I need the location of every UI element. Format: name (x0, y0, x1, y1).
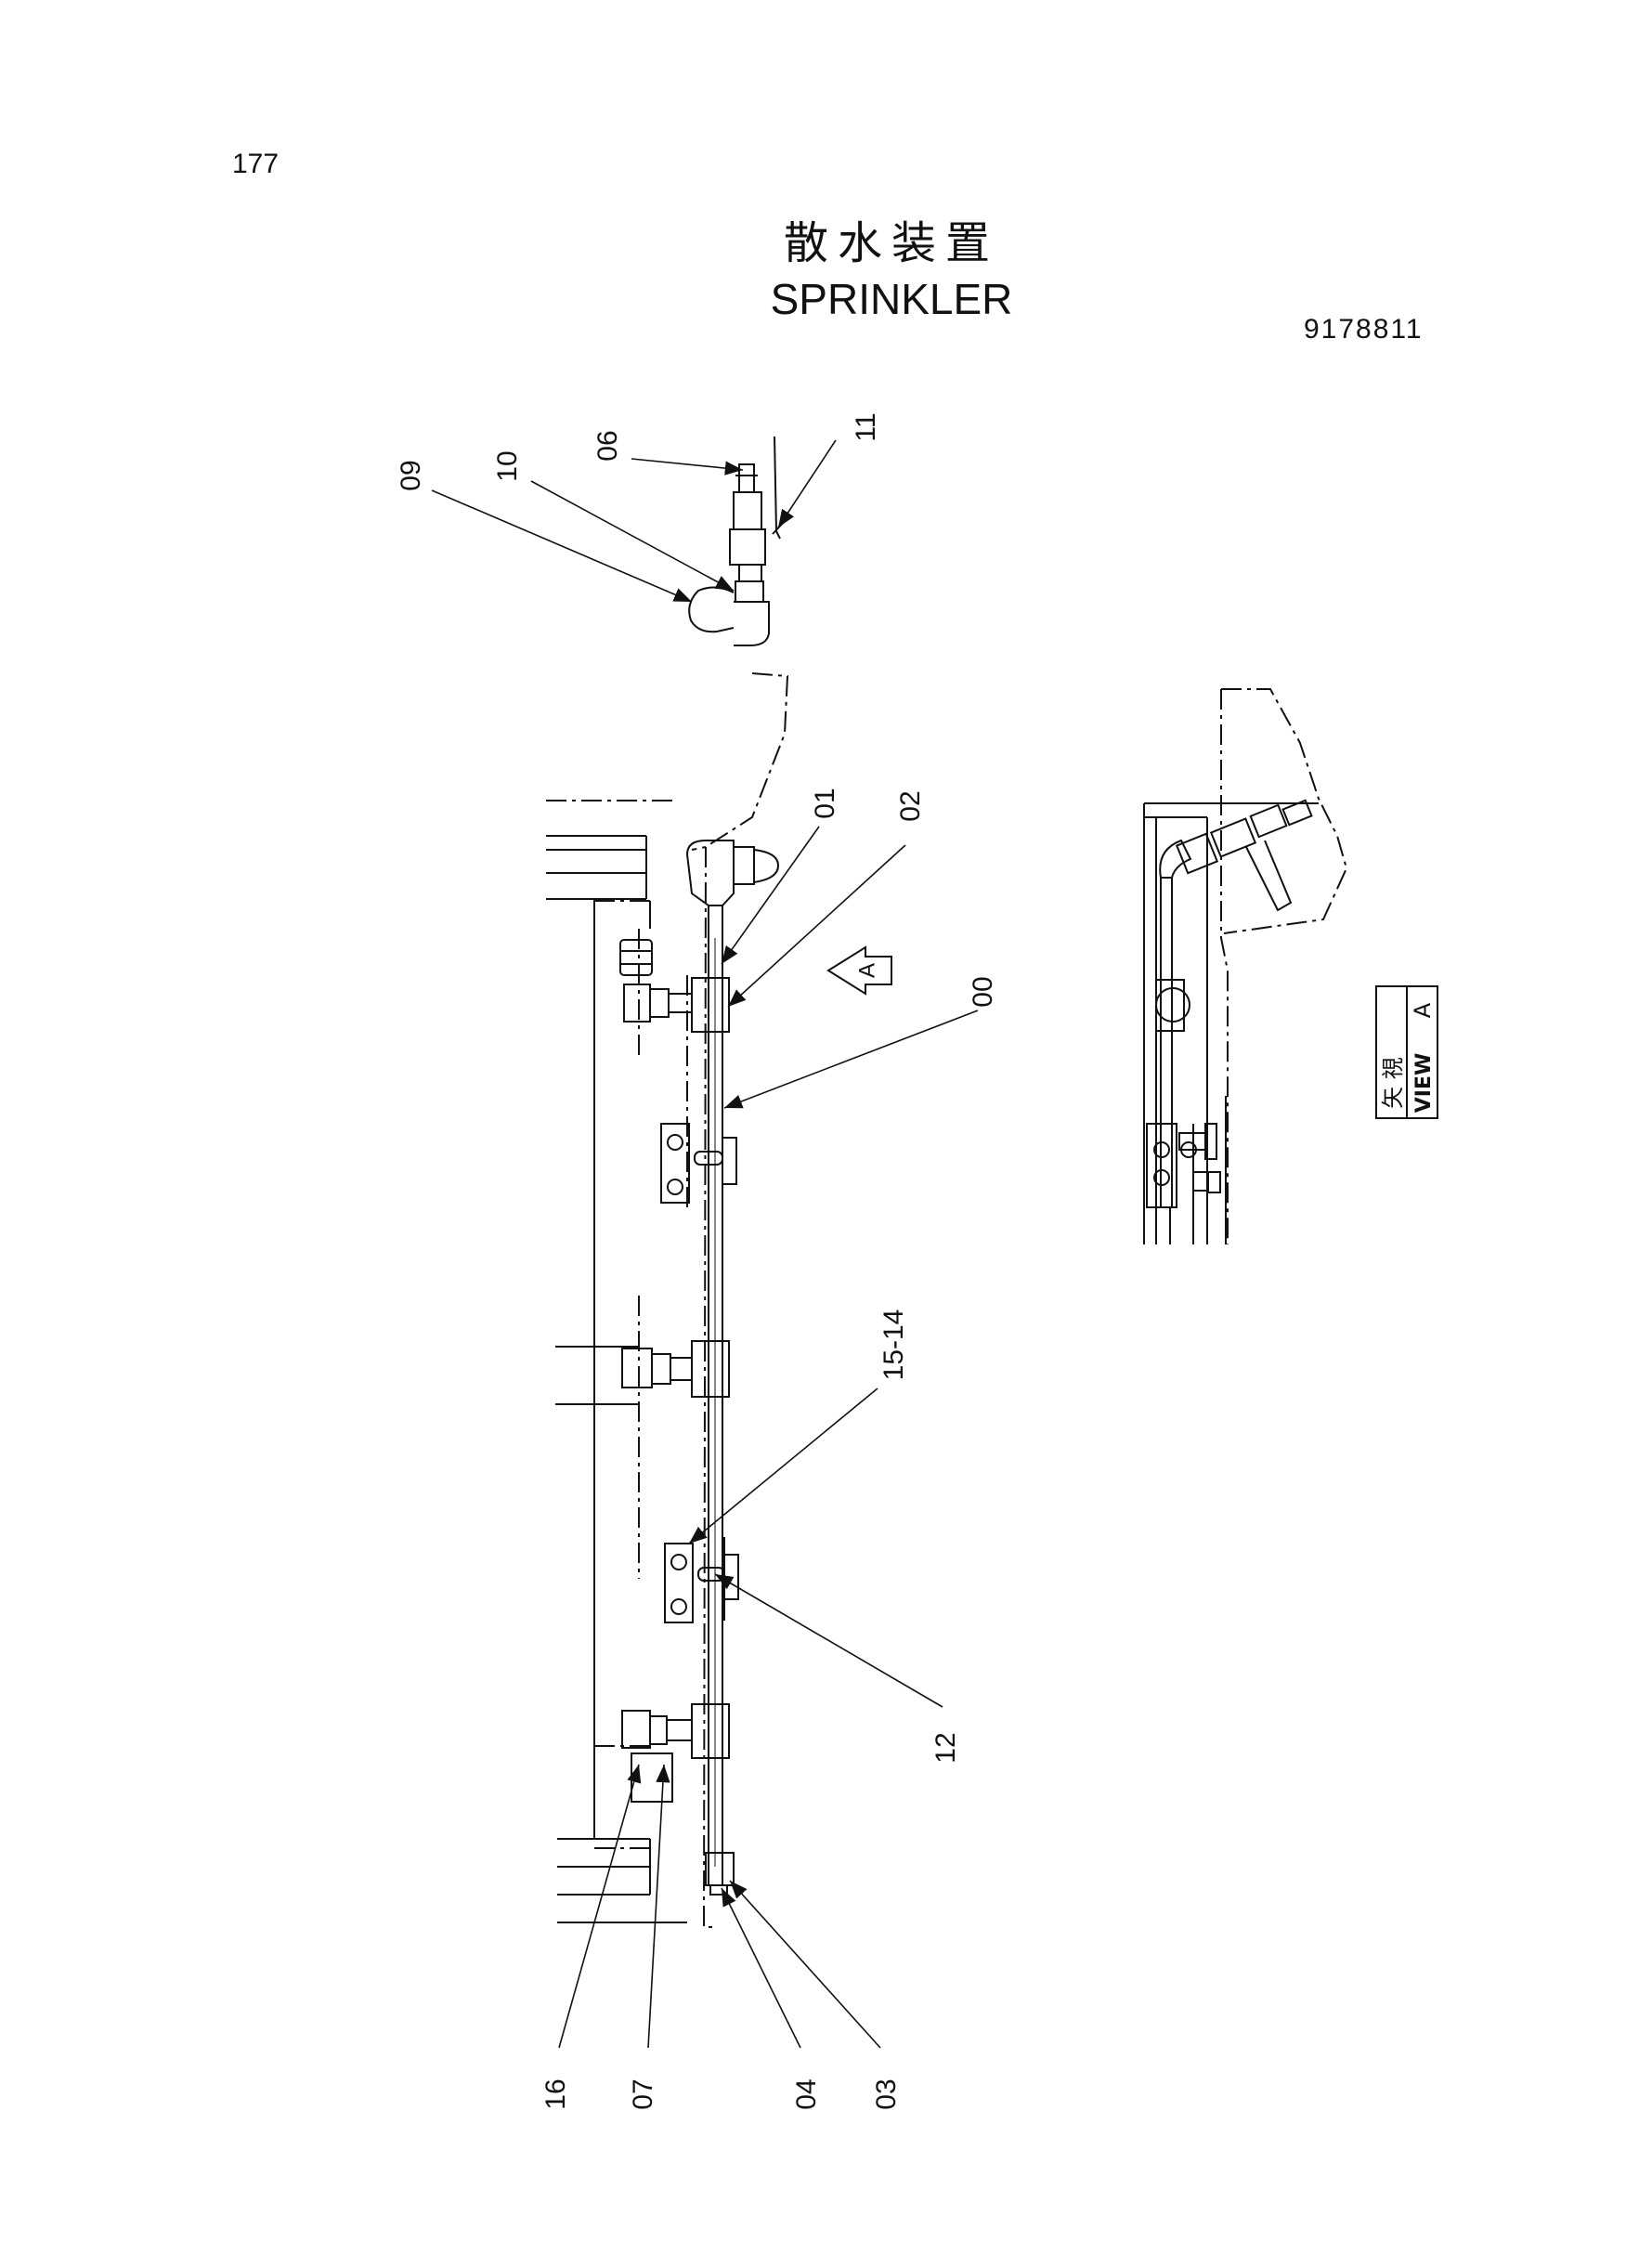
view-label-jp: 矢 視 (1380, 1057, 1406, 1109)
page-number: 177 (232, 149, 280, 179)
view-label-en: VIEW (1412, 1053, 1436, 1114)
leader-lines (431, 439, 979, 2049)
callout-07: 07 (628, 2078, 658, 2109)
callout-01: 01 (810, 788, 840, 818)
title-japanese: 散水装置 (783, 217, 999, 269)
callout-00: 00 (968, 976, 998, 1007)
main-pipe (708, 905, 723, 1885)
frame-lines (546, 835, 687, 1923)
pipe-end-cap (705, 1852, 735, 1896)
callout-10: 10 (492, 450, 523, 481)
callout-16: 16 (540, 2078, 571, 2109)
callout-03: 03 (871, 2078, 902, 2109)
view-a-label-box (1375, 985, 1438, 1119)
nozzle-valve-detail (688, 436, 787, 646)
callout-09: 09 (396, 460, 426, 490)
view-a-marker (826, 945, 892, 996)
view-label-letter: A (1410, 1002, 1436, 1018)
view-a-detail (1143, 688, 1348, 1244)
drawing-number: 9178811 (1304, 314, 1424, 345)
callout-06: 06 (592, 430, 623, 461)
side-nozzles (619, 939, 693, 1803)
top-elbow-nozzle (685, 840, 780, 906)
callout-12: 12 (930, 1732, 961, 1763)
machine-outline (546, 672, 789, 1928)
mounting-brackets (660, 1119, 739, 1623)
title-english: SPRINKLER (770, 275, 1013, 323)
callout-11: 11 (851, 412, 881, 441)
view-marker-letter: A (854, 963, 879, 978)
callout-02: 02 (895, 790, 926, 821)
callout-04: 04 (791, 2078, 822, 2109)
callout-15-14: 15-14 (878, 1309, 909, 1381)
callout-labels: 09 10 06 11 01 02 00 15-14 12 16 07 04 0… (396, 412, 998, 2109)
